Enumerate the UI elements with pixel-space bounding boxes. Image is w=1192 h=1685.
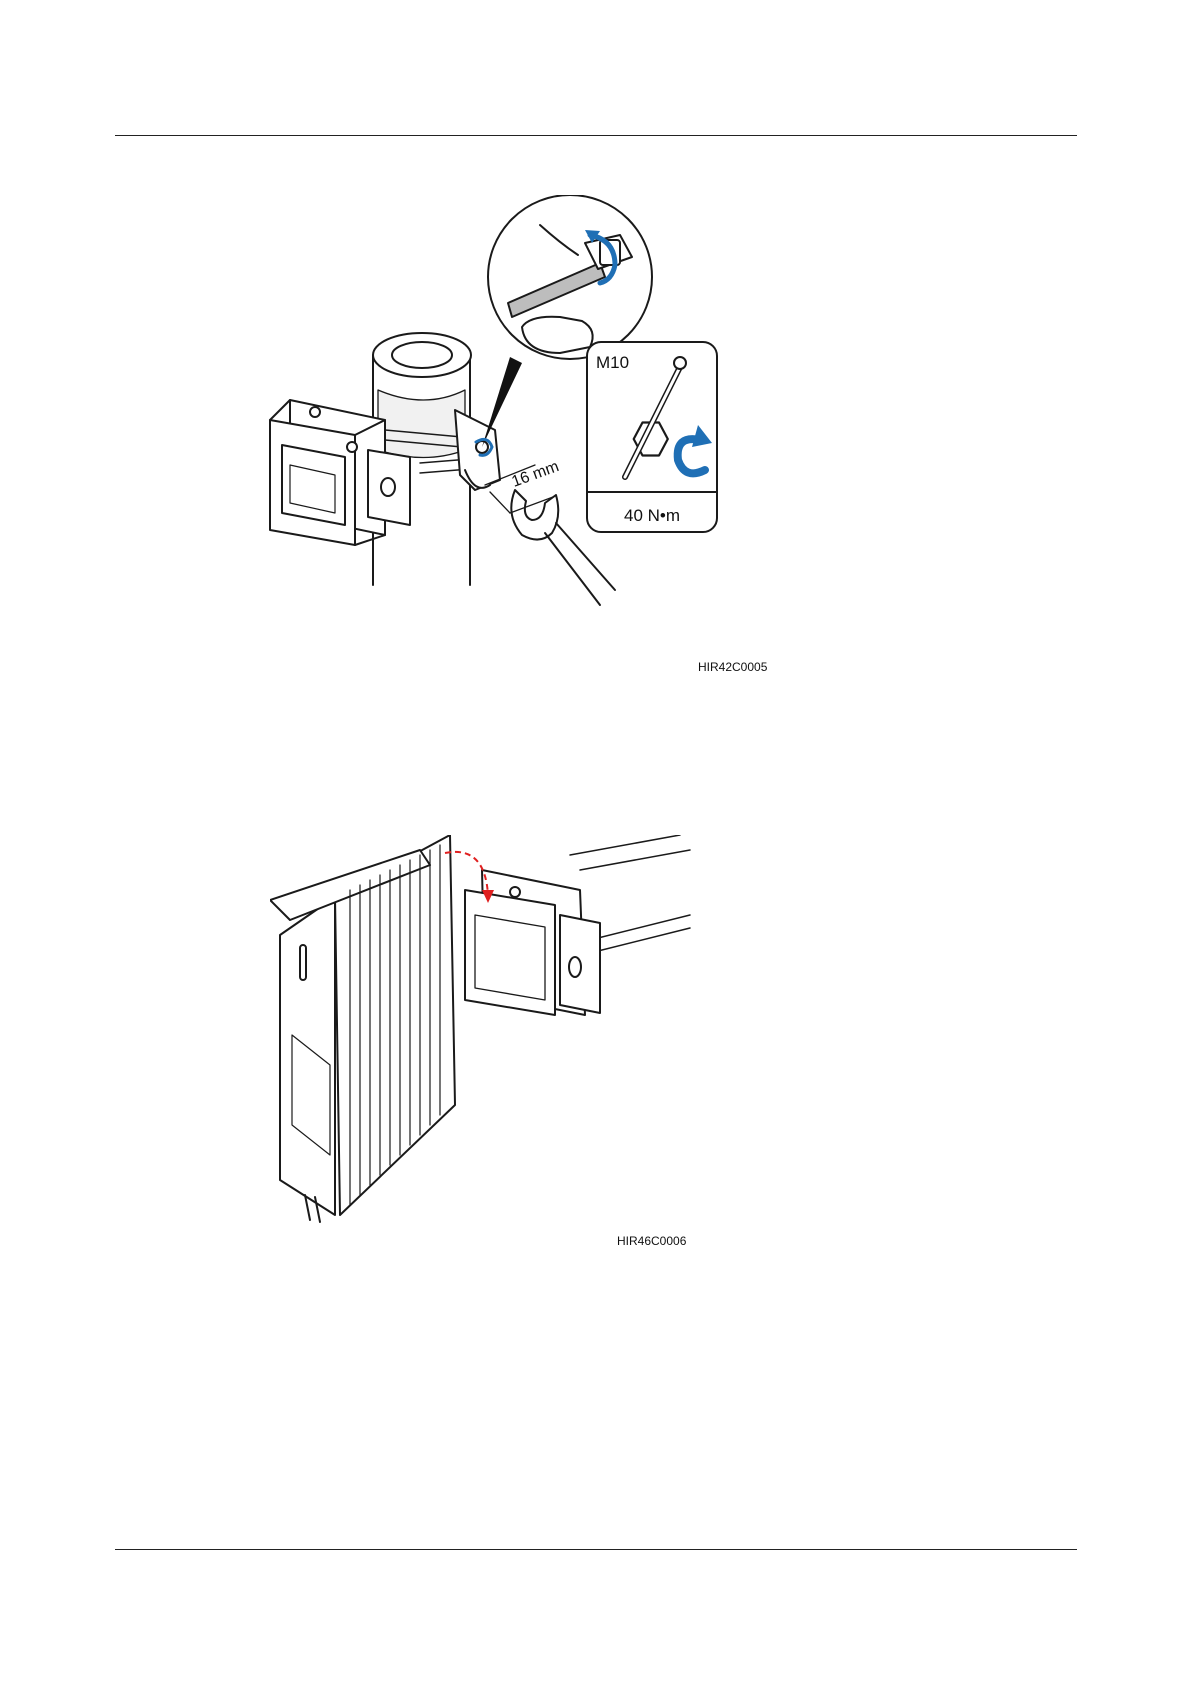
magnified-detail-illustration — [488, 195, 652, 359]
radio-unit-illustration — [270, 835, 455, 1222]
header-rule — [115, 135, 1077, 136]
bolt-size-label: M10 — [596, 353, 629, 372]
unit-mounting-illustration — [270, 835, 710, 1245]
figure-code: HIR46C0006 — [617, 1234, 686, 1248]
torque-label: 40 N•m — [624, 506, 680, 525]
footer-rule — [115, 1549, 1077, 1550]
wrench-size-label: 16 mm — [510, 458, 562, 491]
figure-code: HIR42C0005 — [698, 660, 767, 674]
bolt-tightening-illustration: M10 16 mm 40 N•m — [260, 195, 780, 675]
